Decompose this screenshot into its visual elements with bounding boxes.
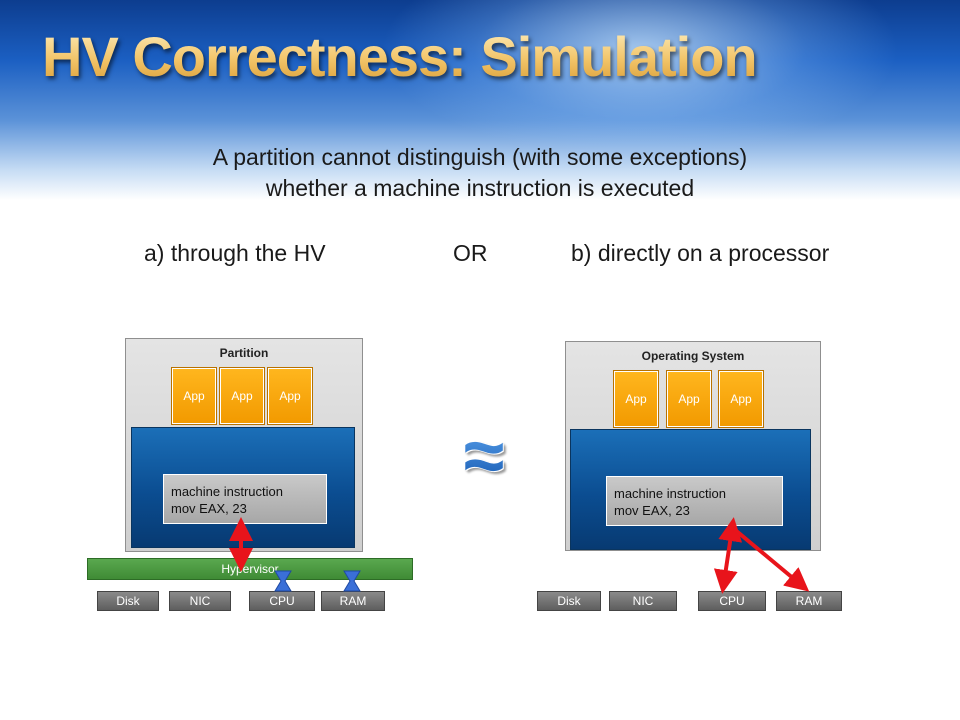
subtitle-line-2: whether a machine instruction is execute… (265, 175, 695, 201)
left-app-2: App (219, 367, 265, 425)
or-label: OR (453, 240, 488, 266)
slide-title: HV Correctness: Simulation (42, 25, 758, 88)
right-hw-cpu: CPU (698, 591, 766, 611)
right-hw-nic: NIC (609, 591, 677, 611)
title-banner-glow (380, 0, 900, 160)
right-instruction-line-2: mov EAX, 23 (614, 503, 690, 518)
subtitle-line-1: A partition cannot distinguish (with som… (212, 144, 748, 170)
right-app-2: App (666, 370, 712, 428)
left-machine-instruction-box: machine instruction mov EAX, 23 (163, 474, 327, 524)
right-app-1: App (613, 370, 659, 428)
option-a-label: a) through the HV (144, 240, 326, 266)
slide-subtitle: A partition cannot distinguish (with som… (0, 142, 960, 204)
approximately-equal-icon: ≈ (452, 419, 516, 495)
right-hw-ram: RAM (776, 591, 842, 611)
right-instruction-line-1: machine instruction (614, 486, 726, 501)
left-instruction-line-1: machine instruction (171, 484, 283, 499)
right-app-3: App (718, 370, 764, 428)
hypervisor-bar: Hypervisor (87, 558, 413, 580)
partition-label: Partition (219, 346, 269, 360)
left-app-1: App (171, 367, 217, 425)
right-hw-disk: Disk (537, 591, 601, 611)
left-instruction-line-2: mov EAX, 23 (171, 501, 247, 516)
option-b-label: b) directly on a processor (571, 240, 830, 266)
right-machine-instruction-box: machine instruction mov EAX, 23 (606, 476, 783, 526)
operating-system-label: Operating System (641, 349, 745, 363)
left-hw-nic: NIC (169, 591, 231, 611)
left-hw-ram: RAM (321, 591, 385, 611)
left-hw-cpu: CPU (249, 591, 315, 611)
left-hw-disk: Disk (97, 591, 159, 611)
left-app-3: App (267, 367, 313, 425)
